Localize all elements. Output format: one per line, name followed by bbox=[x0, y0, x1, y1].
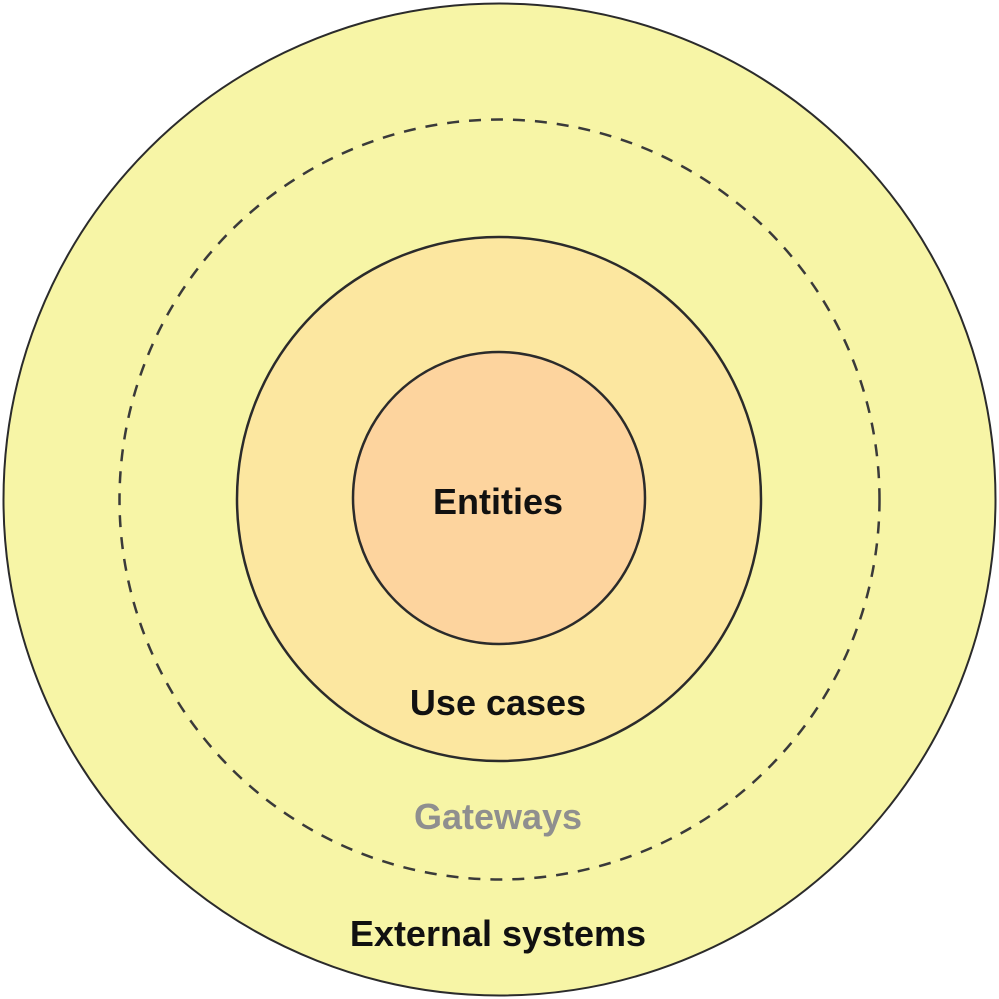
entities-circle bbox=[351, 350, 647, 646]
gateways-label: Gateways bbox=[414, 796, 582, 837]
entities-label: Entities bbox=[433, 481, 563, 522]
use-cases-label: Use cases bbox=[410, 682, 586, 723]
gateways-dashed-circle bbox=[118, 118, 881, 881]
external-systems-label: External systems bbox=[350, 913, 646, 954]
